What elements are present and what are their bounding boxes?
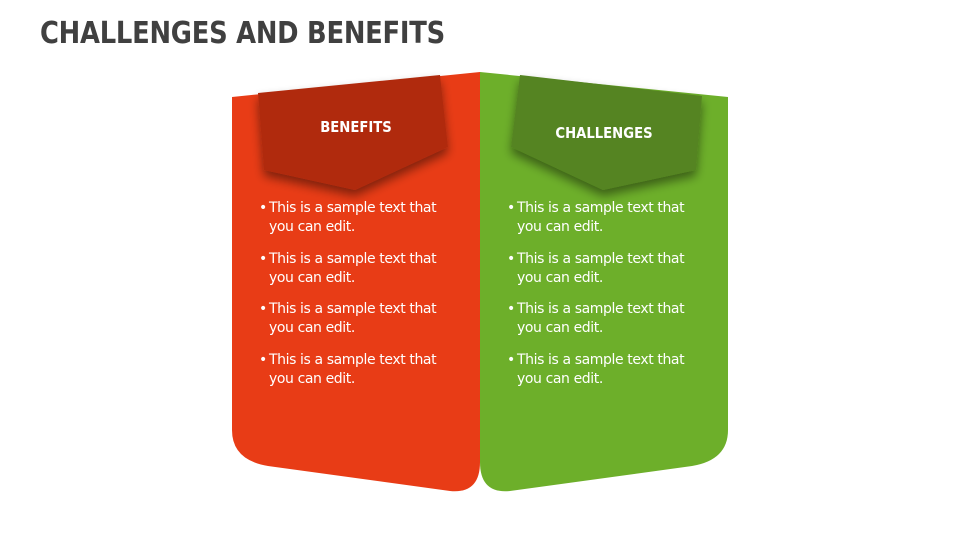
- item-text: This is a sample text that: [269, 301, 437, 317]
- item-text: This is a sample text that: [517, 301, 685, 317]
- benefits-ribbon: [258, 75, 448, 190]
- bullet-icon: •: [507, 200, 515, 216]
- bullet-icon: •: [259, 200, 267, 216]
- item-text: you can edit.: [517, 320, 603, 336]
- item-text: you can edit.: [517, 370, 603, 387]
- benefits-panel: [232, 72, 480, 492]
- list-item: •This is a sample text that you can edit.: [507, 250, 707, 288]
- item-text: This is a sample text that: [269, 250, 437, 267]
- item-text: you can edit.: [269, 219, 355, 235]
- slide-title: CHALLENGES AND BENEFITS: [40, 16, 445, 51]
- item-text: This is a sample text that: [517, 200, 685, 216]
- item-text: you can edit.: [269, 269, 355, 286]
- list-item: •This is a sample text that you can edit.: [259, 300, 459, 338]
- item-text: you can edit.: [517, 269, 603, 286]
- challenges-ribbon: [511, 75, 702, 190]
- benefits-heading: BENEFITS: [320, 118, 392, 136]
- list-item: •This is a sample text that you can edit.: [259, 351, 459, 389]
- bullet-icon: •: [259, 250, 267, 267]
- challenges-heading: CHALLENGES: [555, 124, 653, 142]
- item-text: you can edit.: [269, 320, 355, 336]
- bullet-icon: •: [507, 351, 515, 368]
- item-text: This is a sample text that: [269, 200, 437, 216]
- bullet-icon: •: [507, 250, 515, 267]
- list-item: •This is a sample text that you can edit.: [259, 199, 459, 237]
- list-item: •This is a sample text that you can edit.: [259, 250, 459, 288]
- list-item: •This is a sample text that you can edit.: [507, 300, 707, 338]
- item-text: This is a sample text that: [517, 250, 685, 267]
- challenges-panel: [480, 72, 728, 492]
- item-text: This is a sample text that: [269, 351, 437, 368]
- bullet-icon: •: [259, 351, 267, 368]
- item-text: you can edit.: [517, 219, 603, 235]
- list-item: •This is a sample text that you can edit.: [507, 351, 707, 389]
- list-item: •This is a sample text that you can edit.: [507, 199, 707, 237]
- bullet-icon: •: [259, 301, 267, 317]
- item-text: This is a sample text that: [517, 351, 685, 368]
- bullet-icon: •: [507, 301, 515, 317]
- item-text: you can edit.: [269, 370, 355, 387]
